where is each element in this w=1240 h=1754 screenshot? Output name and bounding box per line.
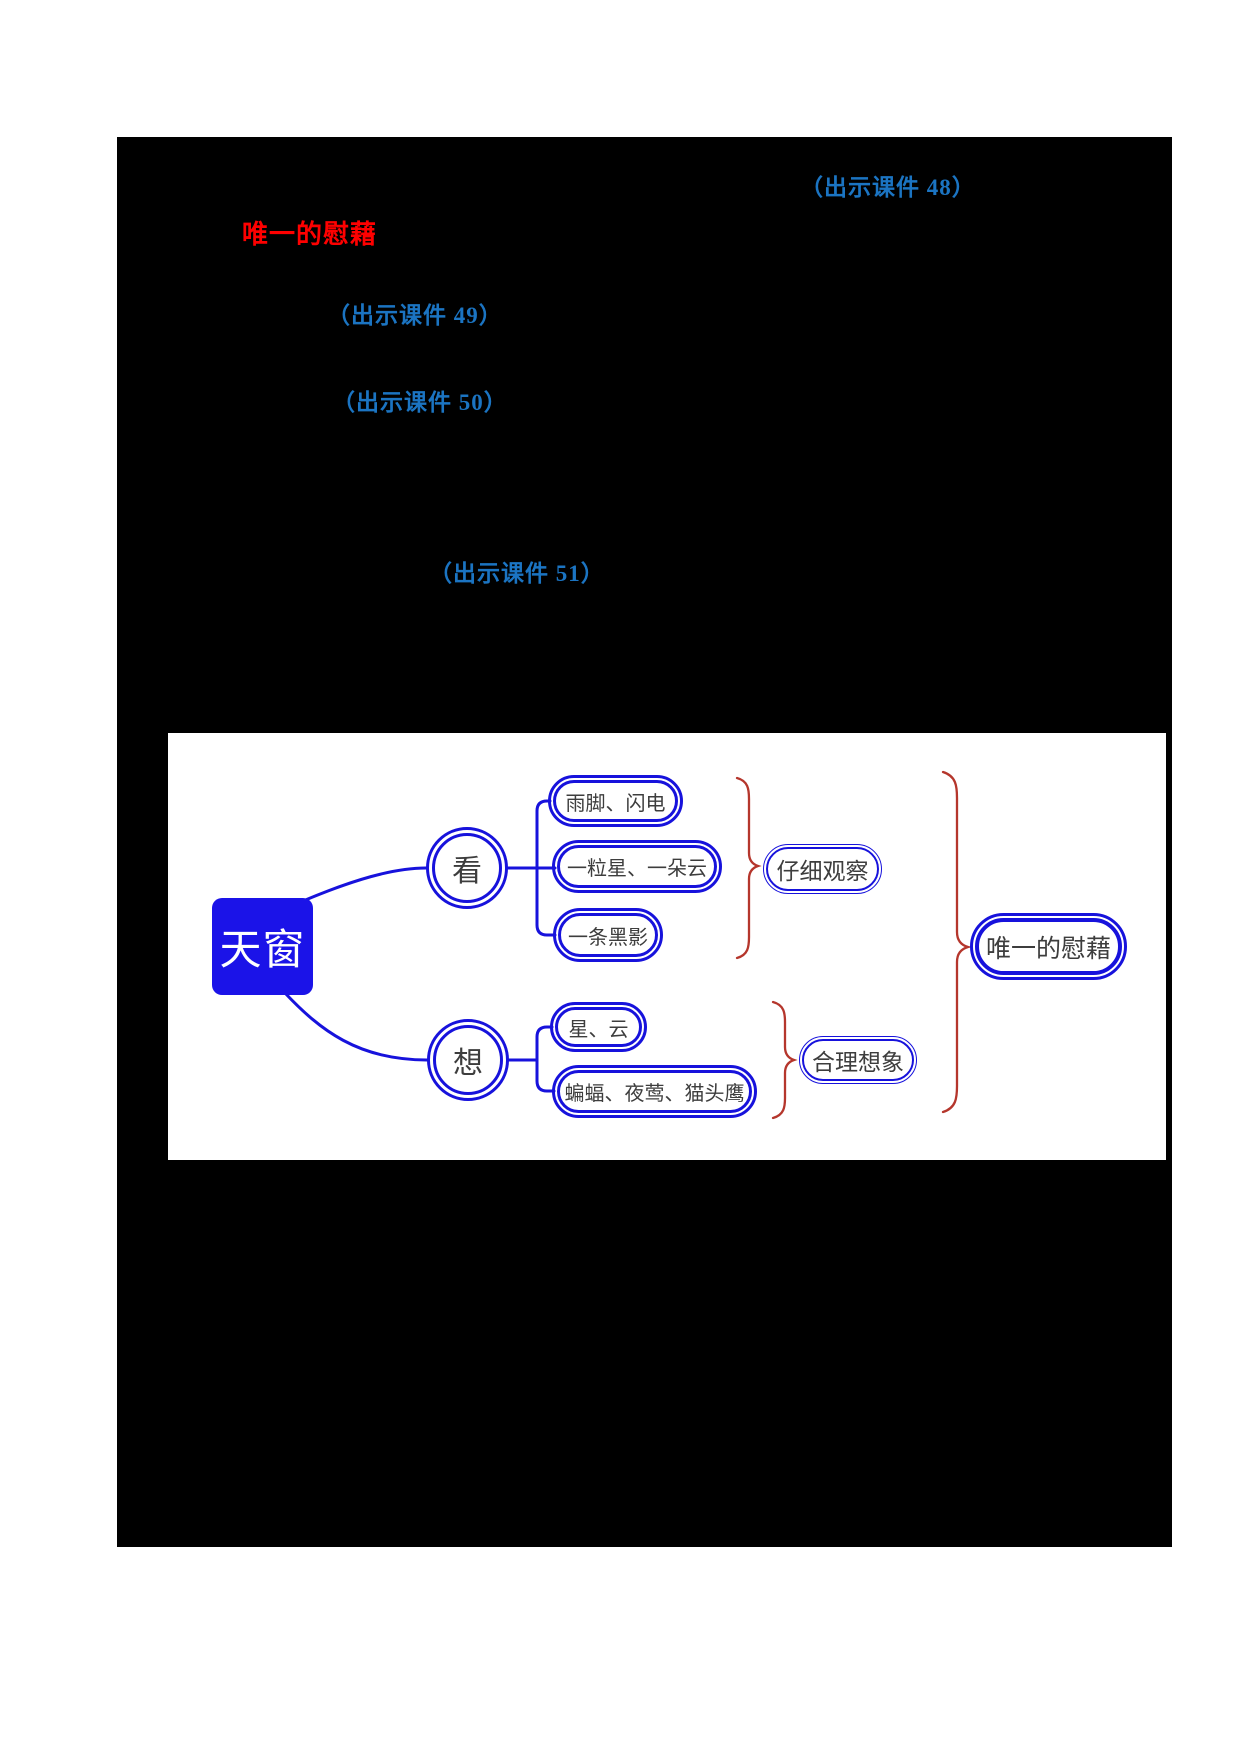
slide-cue-50: （出示课件 50） xyxy=(332,390,508,415)
leaf-node-bat-nightingale-owl: 蝙蝠、夜莺、猫头鹰 xyxy=(552,1065,757,1118)
leaf-node-black-shadow: 一条黑影 xyxy=(553,908,663,962)
mindmap-root-node: 天窗 xyxy=(212,898,313,995)
brace-conclusion xyxy=(941,770,973,1114)
slide-cue-48: （出示课件 48） xyxy=(800,175,976,200)
connector-look-branch xyxy=(506,799,557,937)
leaf-node-star-cloud: 一粒星、一朵云 xyxy=(552,840,722,893)
slide-cue-49: （出示课件 49） xyxy=(327,303,503,328)
leaf-node-rain-lightning: 雨脚、闪电 xyxy=(548,775,683,827)
conclusion-node: 唯一的慰藉 xyxy=(970,913,1127,980)
connector-think-branch xyxy=(507,1025,556,1093)
mindmap-panel: 天窗 看 雨脚、闪电 一粒星、一朵云 一条黑影 仔细观察 想 星、云 蝙蝠、夜莺… xyxy=(168,733,1166,1160)
brace-look-group xyxy=(735,776,762,960)
mindmap-connectors-svg xyxy=(283,770,973,1120)
keyword-highlight: 唯一的慰藉 xyxy=(242,220,378,249)
summary-node-imagine: 合理想象 xyxy=(799,1036,917,1084)
brace-think-group xyxy=(771,1000,798,1120)
summary-node-observe: 仔细观察 xyxy=(763,844,882,894)
branch-node-think: 想 xyxy=(427,1019,509,1101)
slide-cue-51: （出示课件 51） xyxy=(429,561,605,586)
leaf-node-stars-clouds: 星、云 xyxy=(550,1002,647,1052)
connector-root-to-think xyxy=(283,991,429,1062)
connector-root-to-look xyxy=(301,866,428,903)
branch-node-look: 看 xyxy=(426,827,508,909)
